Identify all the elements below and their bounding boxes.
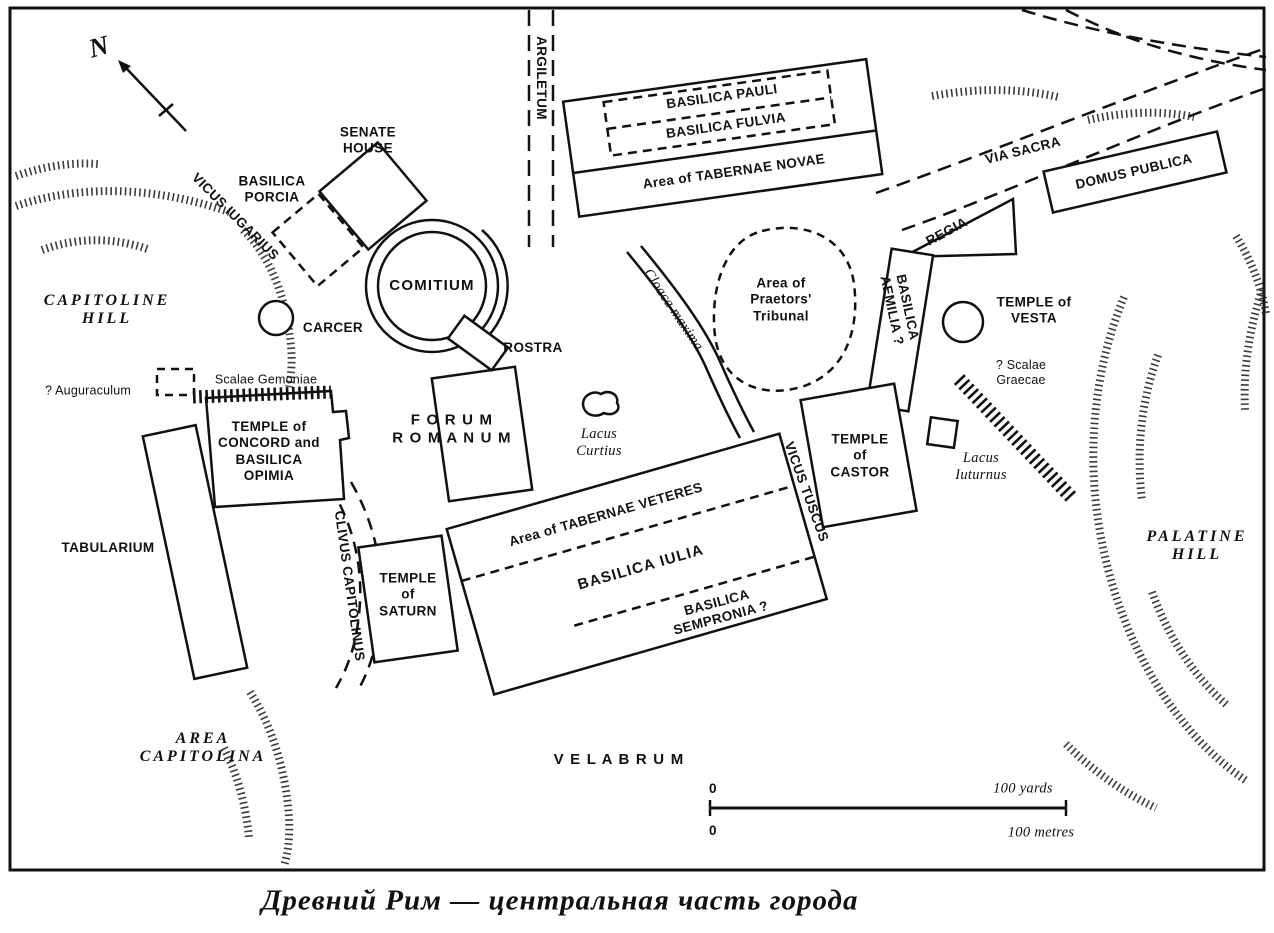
label-scalae-gemoniae: Scalae Gemoniae xyxy=(214,372,318,387)
temple-of-castor-building xyxy=(799,382,919,529)
label-tabernae-novae: Area of TABERNAE NOVAE xyxy=(641,151,826,192)
temple-of-concord-building xyxy=(204,389,351,509)
temple-of-vesta-building xyxy=(941,300,985,344)
via-sacra-road xyxy=(875,8,1267,232)
tabularium-building xyxy=(141,423,249,681)
label-forum-romanum: F O R U M R O M A N U M xyxy=(392,411,512,447)
cloaca-maxima-road xyxy=(626,245,756,439)
north-letter: N xyxy=(85,29,113,64)
scale-metres-zero: 0 xyxy=(709,822,717,838)
basilica-pauli-block xyxy=(561,57,884,219)
rostra-building xyxy=(446,314,510,372)
label-cloaca-maxima: Cloaca maxima xyxy=(640,265,707,354)
label-temple-of-saturn: TEMPLE of SATURN xyxy=(379,570,437,619)
forum-romanum-area xyxy=(430,365,534,503)
label-temple-of-castor: TEMPLE of CASTOR xyxy=(830,431,890,480)
lacus-iuturnus-basin xyxy=(925,415,960,450)
north-arrow xyxy=(118,60,187,132)
carcer-building xyxy=(257,299,295,337)
scalae-graecae-stairs xyxy=(953,374,1077,502)
label-lacus-iuturnus: Lacus Iuturnus xyxy=(955,450,1007,483)
label-scalae-graecae: ? Scalae Graecae xyxy=(995,357,1047,387)
label-basilica-aemilia: BASILICA AEMILIA ? xyxy=(876,272,923,347)
scale-bar xyxy=(708,800,1068,816)
label-basilica-fulvia: BASILICA FULVIA xyxy=(665,109,787,142)
label-carcer: CARCER xyxy=(302,319,364,335)
domus-publica-building xyxy=(1042,130,1228,214)
temple-of-saturn-building xyxy=(356,534,460,664)
label-praetors-tribunal: Area of Praetors' Tribunal xyxy=(750,275,812,324)
comitium-arc xyxy=(481,229,509,343)
label-velabrum: V E L A B R U M xyxy=(553,750,685,768)
lacus-curtius-outline xyxy=(581,390,620,417)
label-senate-house: SENATE HOUSE xyxy=(339,124,397,156)
label-regia: REGIA xyxy=(923,214,970,249)
label-basilica-iulia: BASILICA IULIA xyxy=(575,541,706,594)
label-palatine-hill: PALATINE HILL xyxy=(1146,528,1248,563)
regia-building xyxy=(902,196,1018,259)
scale-metres-label: 100 metres xyxy=(1007,824,1075,841)
label-auguraculum: ? Auguraculum xyxy=(45,383,131,398)
label-via-sacra: VIA SACRA xyxy=(983,133,1063,167)
label-basilica-pauli: BASILICA PAULI xyxy=(665,81,779,112)
basilica-iulia-block xyxy=(445,432,829,696)
label-temple-of-concord: TEMPLE of CONCORD and BASILICA OPIMIA xyxy=(218,419,320,484)
label-comitium: COMITIUM xyxy=(389,276,475,294)
map-caption: Древний Рим — центральная часть города xyxy=(261,884,859,917)
label-argiletum: ARGILETUM xyxy=(534,36,550,120)
label-tabernae-veteres: Area of TABERNAE VETERES xyxy=(507,479,705,550)
label-lacus-curtius: Lacus Curtius xyxy=(576,426,622,459)
argiletum-road xyxy=(527,10,555,247)
label-basilica-sempronia: BASILICA SEMPRONIA ? xyxy=(671,586,771,639)
scalae-gemoniae-stairs xyxy=(192,385,332,404)
label-temple-of-vesta: TEMPLE of VESTA xyxy=(996,294,1072,326)
label-area-capitolina: AREA CAPITOLINA xyxy=(139,730,267,765)
label-clivus-capitolinus: CLIVUS CAPITOLINUS xyxy=(331,509,368,663)
label-basilica-porcia: BASILICA PORCIA xyxy=(238,173,306,205)
label-vicus-tuscus: VICUS TUSCUS xyxy=(781,439,832,544)
scale-yards-zero: 0 xyxy=(709,780,717,796)
label-capitoline-hill: CAPITOLINE HILL xyxy=(43,292,171,327)
label-rostra: ROSTRA xyxy=(503,339,563,355)
auguraculum-outline xyxy=(155,367,196,397)
label-tabularium: TABULARIUM xyxy=(61,539,155,555)
scale-yards-label: 100 yards xyxy=(993,780,1053,797)
senate-house-building xyxy=(317,140,429,252)
comitium-inner-circle xyxy=(376,230,488,342)
label-domus-publica: DOMUS PUBLICA xyxy=(1074,150,1194,192)
